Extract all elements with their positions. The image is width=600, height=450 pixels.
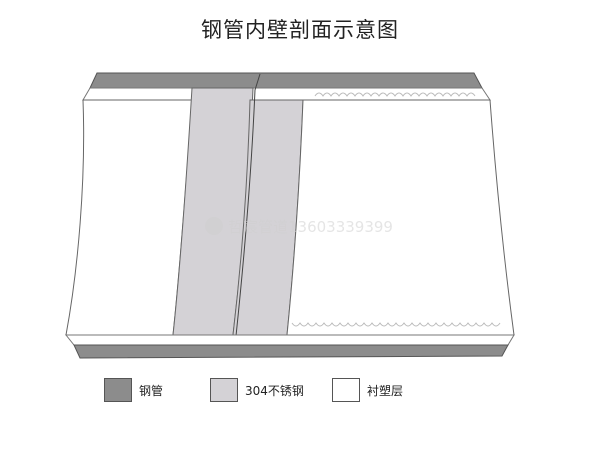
legend-label-lining: 衬塑层 (367, 383, 404, 398)
legend-label-stainless: 304不锈钢 (245, 383, 304, 398)
scallop-edge-top (314, 92, 476, 97)
legend-item-lining: 衬塑层 (332, 378, 403, 402)
legend-swatch-steel (104, 378, 132, 402)
legend: 钢管 304不锈钢 衬塑层 (0, 378, 600, 410)
watermark-logo-icon (205, 217, 223, 235)
lining-panel-left (65, 99, 193, 336)
steel-wall-bottom (73, 344, 509, 359)
watermark-text: 哲宸管道13603339399 (228, 218, 393, 236)
legend-label-steel: 钢管 (139, 383, 164, 398)
band-seam (231, 73, 261, 349)
legend-swatch-stainless (210, 378, 238, 402)
legend-item-stainless: 304不锈钢 (210, 378, 304, 402)
watermark: 哲宸管道13603339399 (205, 217, 393, 236)
diagram-title: 钢管内壁剖面示意图 (201, 18, 399, 42)
steel-wall-top (89, 72, 483, 89)
legend-item-steel: 钢管 (104, 378, 163, 402)
lining-strip-bottom (64, 334, 515, 346)
scallop-edge-bottom (291, 322, 501, 327)
legend-swatch-lining (332, 378, 360, 402)
